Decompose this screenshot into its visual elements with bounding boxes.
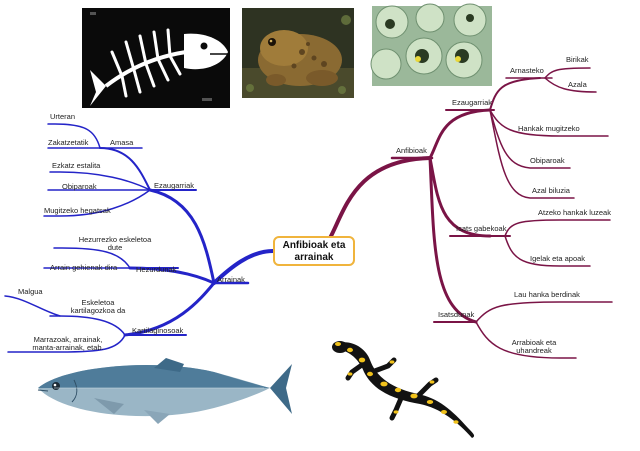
branch-mugitzeko — [43, 189, 151, 217]
central-topic-line1: Anfibioak eta — [282, 240, 346, 251]
node-azala[interactable]: Azala — [568, 80, 587, 89]
node-obiparoak-left[interactable]: Obiparoak — [62, 182, 97, 191]
eskeletoa-line1: Eskeletoa — [81, 298, 115, 307]
branch-urteran — [47, 123, 101, 149]
branch-hankak — [489, 109, 609, 137]
branch-malgua — [4, 295, 61, 317]
node-urteran[interactable]: Urteran — [50, 112, 76, 121]
node-atzeko-hankak[interactable]: Atzeko hankak luzeak — [538, 208, 611, 217]
marrazoak-line1: Marrazoak, arrainak, — [33, 335, 103, 344]
arrabioak-line1: Arrabioak eta — [511, 338, 557, 347]
node-arnasteko[interactable]: Arnasteko — [510, 66, 544, 75]
hezurrezko-line2: dute — [107, 243, 123, 252]
eskeletoa-line2: kartilagozkoa da — [70, 306, 126, 315]
node-zakatzetatik[interactable]: Zakatzetatik — [48, 138, 89, 147]
branch-anfibioak — [328, 156, 432, 240]
left-branches — [4, 123, 275, 353]
node-isatsdunak[interactable]: Isatsdunak — [438, 310, 475, 319]
node-hankak-mugitzeko[interactable]: Hankak mugitzeko — [518, 124, 580, 133]
branch-igelak — [504, 235, 591, 267]
node-igelak-eta-apoak[interactable]: Igelak eta apoak — [530, 254, 586, 263]
salamander-illustration — [332, 341, 475, 438]
node-eskeletoa-kartilagozkoa[interactable]: Eskeletoa kartilagozkoa da — [58, 299, 138, 315]
toad-photo — [242, 8, 354, 98]
node-hezurdunak[interactable]: Hezurdunak — [136, 265, 177, 274]
node-marrazoak[interactable]: Marrazoak, arrainak, manta-arrainak, eta… — [14, 336, 122, 352]
node-mugitzeko-hegatsak[interactable]: Mugitzeko hegatsak — [44, 206, 111, 215]
branch-arnasteko — [489, 77, 541, 111]
node-arrabioak[interactable]: Arrabioak eta uhandreak — [496, 339, 572, 355]
node-ezaugarriak-right[interactable]: Ezaugarriak — [452, 98, 493, 107]
fish-skeleton-icon — [82, 8, 230, 108]
node-arrainak[interactable]: Arrainak — [217, 275, 245, 284]
node-hezurrezko-eskeletoa[interactable]: Hezurrezko eskeletoa dute — [60, 236, 170, 252]
branch-ezkatz — [49, 171, 151, 191]
branch-eskeletoa — [49, 315, 126, 336]
node-arrain-gehienak[interactable]: Arrain gehienak dira — [50, 263, 118, 272]
node-kartilaginosoak[interactable]: Kartilaginosoak — [132, 326, 184, 335]
right-branches — [328, 67, 613, 359]
arrabioak-line2: uhandreak — [516, 346, 552, 355]
branch-kartilaginosoak — [123, 281, 216, 337]
branch-birikak — [544, 67, 591, 79]
branch-ezaugarriak — [148, 188, 216, 285]
branch-arrabioak — [475, 321, 577, 359]
hezurrezko-line1: Hezurrezko eskeletoa — [78, 235, 152, 244]
branch-azala — [544, 77, 597, 93]
node-anfibioak[interactable]: Anfibioak — [396, 146, 427, 155]
branch-isatsdunak — [428, 156, 478, 324]
branch-ezaugarriak-right — [428, 108, 492, 160]
node-malgua[interactable]: Malgua — [18, 287, 43, 296]
central-topic-line2: arrainak — [294, 252, 334, 263]
branch-azal-biluzia — [489, 109, 575, 199]
branch-lau-hanka — [475, 301, 613, 323]
frog-eggs-photo — [370, 3, 492, 86]
branch-obiparoak-right — [489, 109, 571, 169]
branch-hezurrezko — [53, 247, 131, 269]
branch-marrazoak — [7, 334, 126, 353]
node-ezaugarriak-left[interactable]: Ezaugarriak — [154, 181, 195, 190]
branch-isats-gabekoak — [428, 156, 492, 238]
node-birikak[interactable]: Birikak — [566, 55, 589, 64]
node-amasa[interactable]: Amasa — [110, 138, 134, 147]
branch-amasa — [99, 147, 151, 191]
branch-arrainak — [212, 249, 275, 285]
node-obiparoak-right[interactable]: Obiparoak — [530, 156, 565, 165]
node-isats-gabekoak[interactable]: Isats gabekoak — [456, 224, 507, 233]
fish-illustration — [37, 358, 292, 424]
node-ezkatz-estalita[interactable]: Ezkatz estalita — [52, 161, 101, 170]
node-azal-biluzia[interactable]: Azal biluzia — [532, 186, 570, 195]
branch-atzeko — [504, 219, 611, 237]
node-lau-hanka[interactable]: Lau hanka berdinak — [514, 290, 580, 299]
central-topic[interactable]: Anfibioak eta arrainak — [273, 236, 355, 266]
marrazoak-line2: manta-arrainak, etab. — [32, 343, 104, 352]
